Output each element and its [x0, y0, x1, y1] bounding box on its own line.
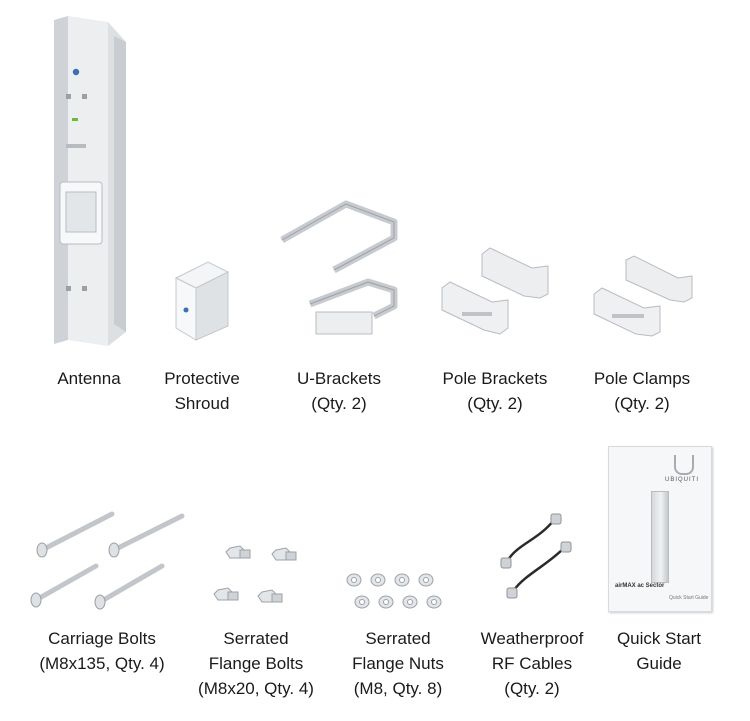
- caption-protective-shroud: Protective Shroud: [164, 366, 240, 416]
- caption-antenna: Antenna: [57, 366, 120, 391]
- caption-line: Protective: [164, 369, 240, 388]
- caption-serrated-flange-bolts: Serrated Flange Bolts (M8x20, Qty. 4): [198, 626, 314, 701]
- caption-line: Shroud: [174, 394, 230, 413]
- caption-line: Weatherproof: [480, 629, 584, 648]
- caption-line: (Qty. 2): [504, 679, 560, 698]
- caption-line: Serrated: [365, 629, 431, 648]
- caption-pole-clamps: Pole Clamps (Qty. 2): [594, 366, 690, 416]
- caption-serrated-flange-nuts: Serrated Flange Nuts (M8, Qty. 8): [352, 626, 444, 701]
- serrated-flange-nuts-illustration: [340, 570, 452, 614]
- caption-line: (Qty. 2): [614, 394, 670, 413]
- caption-line: Pole Brackets: [442, 369, 548, 388]
- caption-line: Antenna: [57, 369, 121, 388]
- guide-brand: UBIQUITI: [665, 477, 700, 483]
- pole-clamps-illustration: [586, 254, 702, 342]
- ubiquiti-logo-icon: [674, 455, 694, 475]
- caption-line: Pole Clamps: [593, 369, 691, 388]
- caption-line: U-Brackets: [296, 369, 382, 388]
- caption-line: (Qty. 2): [311, 394, 367, 413]
- pole-brackets-illustration: [432, 246, 558, 342]
- caption-line: RF Cables: [491, 654, 573, 673]
- caption-line: Flange Bolts: [208, 654, 304, 673]
- caption-u-brackets: U-Brackets (Qty. 2): [297, 366, 381, 416]
- caption-line: Carriage Bolts: [48, 629, 156, 648]
- guide-footer: Quick Start Guide: [669, 595, 709, 601]
- guide-antenna-image: [651, 491, 669, 583]
- carriage-bolts-illustration: [26, 508, 188, 612]
- caption-line: Serrated: [223, 629, 289, 648]
- guide-cover: UBIQUITI airMAX ac Sector Quick Start Gu…: [608, 446, 712, 612]
- caption-line: Flange Nuts: [352, 654, 444, 673]
- caption-line: (Qty. 2): [467, 394, 523, 413]
- caption-line: Guide: [636, 654, 682, 673]
- caption-weatherproof-rf-cables: Weatherproof RF Cables (Qty. 2): [481, 626, 584, 701]
- u-brackets-illustration: [276, 194, 408, 352]
- caption-line: (M8x20, Qty. 4): [198, 679, 314, 698]
- caption-carriage-bolts: Carriage Bolts (M8x135, Qty. 4): [39, 626, 164, 676]
- serrated-flange-bolts-illustration: [210, 542, 304, 612]
- caption-line: (M8, Qty. 8): [353, 679, 443, 698]
- protective-shroud-illustration: [170, 258, 242, 342]
- weatherproof-rf-cables-illustration: [494, 510, 574, 602]
- caption-line: (M8x135, Qty. 4): [39, 654, 165, 673]
- guide-product: airMAX ac Sector: [615, 583, 665, 589]
- antenna-illustration: [46, 14, 138, 350]
- caption-line: Quick Start: [616, 629, 702, 648]
- caption-pole-brackets: Pole Brackets (Qty. 2): [443, 366, 548, 416]
- quick-start-guide-illustration: UBIQUITI airMAX ac Sector Quick Start Gu…: [608, 446, 712, 612]
- caption-quick-start-guide: Quick Start Guide: [617, 626, 701, 676]
